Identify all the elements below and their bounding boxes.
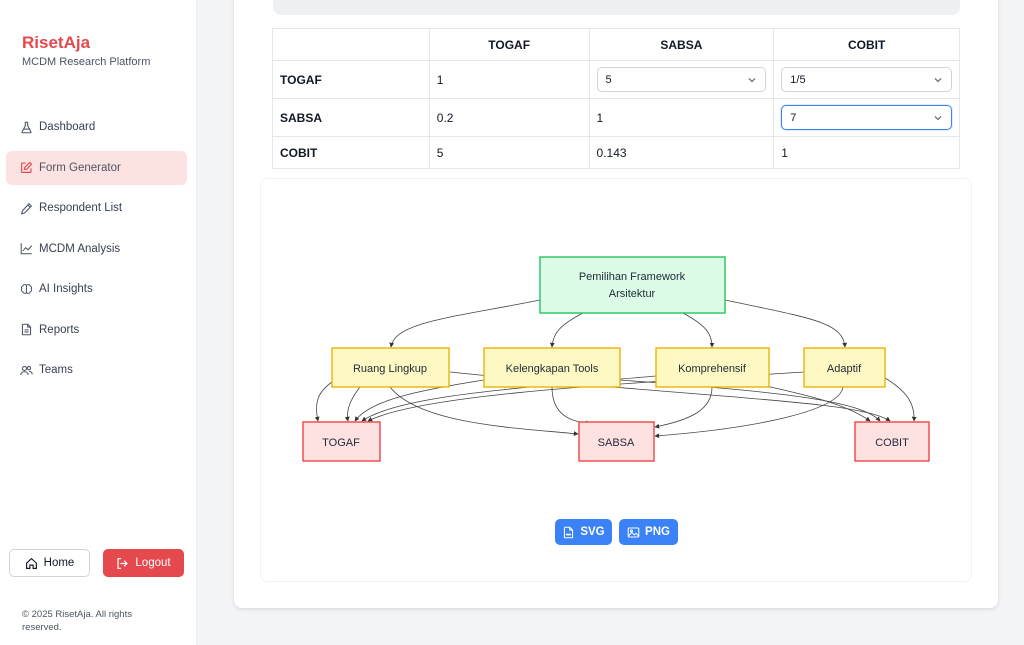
select-value: 1/5 [790,73,806,86]
sidebar-item-teams[interactable]: Teams [6,353,187,387]
export-png-label: PNG [645,526,670,538]
goal-node-line1: Pemilihan Framework [579,271,686,283]
sidebar-item-label: Form Generator [39,161,121,174]
pencil-icon [20,202,33,215]
flask-icon [21,121,32,133]
row-label: COBIT [272,136,430,169]
logout-button-label: Logout [135,557,171,569]
row-label: TOGAF [272,60,430,99]
export-svg-button[interactable]: SVG [555,519,612,545]
sidebar-nav: Dashboard Form Generator Respondent List… [6,110,187,394]
chevron-down-icon [934,115,942,120]
sidebar-item-respondent-list[interactable]: Respondent List [6,191,187,225]
table-cell: 1 [428,60,590,99]
select-value: 5 [605,73,612,86]
table-header-cell: COBIT [773,28,960,61]
document-icon [21,323,32,336]
sidebar-item-form-generator[interactable]: Form Generator [6,150,187,185]
alternative-node: SABSA [578,421,655,462]
table-row: COBIT 5 0.143 1 [272,136,960,169]
comparison-select[interactable]: 5 [596,67,767,92]
copyright-text: © 2025 RisetAja. All rights reserved. [22,609,132,633]
sidebar-item-dashboard[interactable]: Dashboard [6,110,187,144]
criterion-label: Adaptif [827,363,862,375]
alternative-label: SABSA [598,437,635,449]
table-cell: 1 [773,136,960,169]
table-header-row: TOGAF SABSA COBIT [272,28,960,61]
edit-icon [21,161,33,173]
sidebar-item-label: AI Insights [39,283,93,295]
table-row: TOGAF 1 5 1/5 [272,60,960,99]
brand-logo[interactable]: RisetAja [22,33,91,52]
ahp-hierarchy-diagram: Pemilihan Framework Arsitektur Ruang Lin… [302,256,930,462]
logout-button[interactable]: Logout [103,549,184,577]
home-icon [25,557,37,569]
criterion-node: Adaptif [803,347,886,388]
users-icon [20,365,33,375]
table-cell: 5 [428,136,590,169]
sidebar-item-label: MCDM Analysis [39,242,121,255]
sidebar-item-label: Reports [39,323,80,336]
criterion-label: Kelengkapan Tools [506,363,599,375]
image-icon [627,527,640,537]
table-cell: 7 [773,98,960,137]
chevron-down-icon [748,77,756,82]
chevron-down-icon [934,77,942,82]
select-value: 7 [790,111,797,124]
alternative-node: COBIT [854,421,930,462]
sidebar-item-label: Teams [39,364,73,376]
sidebar: RisetAja MCDM Research Platform Dashboar… [0,0,197,645]
table-cell: 0.2 [428,98,590,137]
table-row: SABSA 0.2 1 7 [272,98,960,137]
table-header-cell: SABSA [588,28,775,61]
logout-icon [117,557,129,569]
goal-node: Pemilihan Framework Arsitektur [539,256,726,314]
svg-file-icon [564,526,574,538]
table-cell: 0.143 [588,136,775,169]
pairwise-comparison-table: TOGAF SABSA COBIT TOGAF 1 5 1/5 SABSA 0.… [272,28,960,169]
table-cell: 1 [588,98,775,137]
goal-node-line2: Arsitektur [609,288,656,300]
row-label: SABSA [272,98,430,137]
alternative-label: COBIT [875,437,909,449]
comparison-select[interactable]: 1/5 [781,67,952,92]
criterion-node: Kelengkapan Tools [483,347,621,388]
hierarchy-diagram-panel [260,178,972,582]
table-cell: 1/5 [773,60,960,99]
table-header-cell: TOGAF [428,28,590,61]
brain-icon [20,283,33,294]
line-chart-icon [20,243,33,255]
alternative-label: TOGAF [322,437,360,449]
export-svg-label: SVG [580,526,605,538]
home-button-label: Home [43,557,75,569]
sidebar-item-label: Respondent List [39,202,123,214]
criterion-node: Komprehensif [655,347,770,388]
alternative-node: TOGAF [302,421,381,462]
criterion-node: Ruang Lingkup [331,347,450,388]
export-png-button[interactable]: PNG [619,519,678,545]
sidebar-item-mcdm-analysis[interactable]: MCDM Analysis [6,232,187,266]
brand-tagline: MCDM Research Platform [22,56,151,68]
sidebar-item-ai-insights[interactable]: AI Insights [6,272,187,306]
comparison-select[interactable]: 7 [781,105,952,130]
sidebar-item-label: Dashboard [39,121,96,133]
home-button[interactable]: Home [9,549,90,577]
scrolled-section-remnant [273,0,960,15]
criterion-label: Ruang Lingkup [353,363,427,375]
table-header-cell [272,28,430,61]
sidebar-item-reports[interactable]: Reports [6,313,187,347]
criterion-label: Komprehensif [678,363,747,375]
table-cell: 5 [588,60,775,99]
